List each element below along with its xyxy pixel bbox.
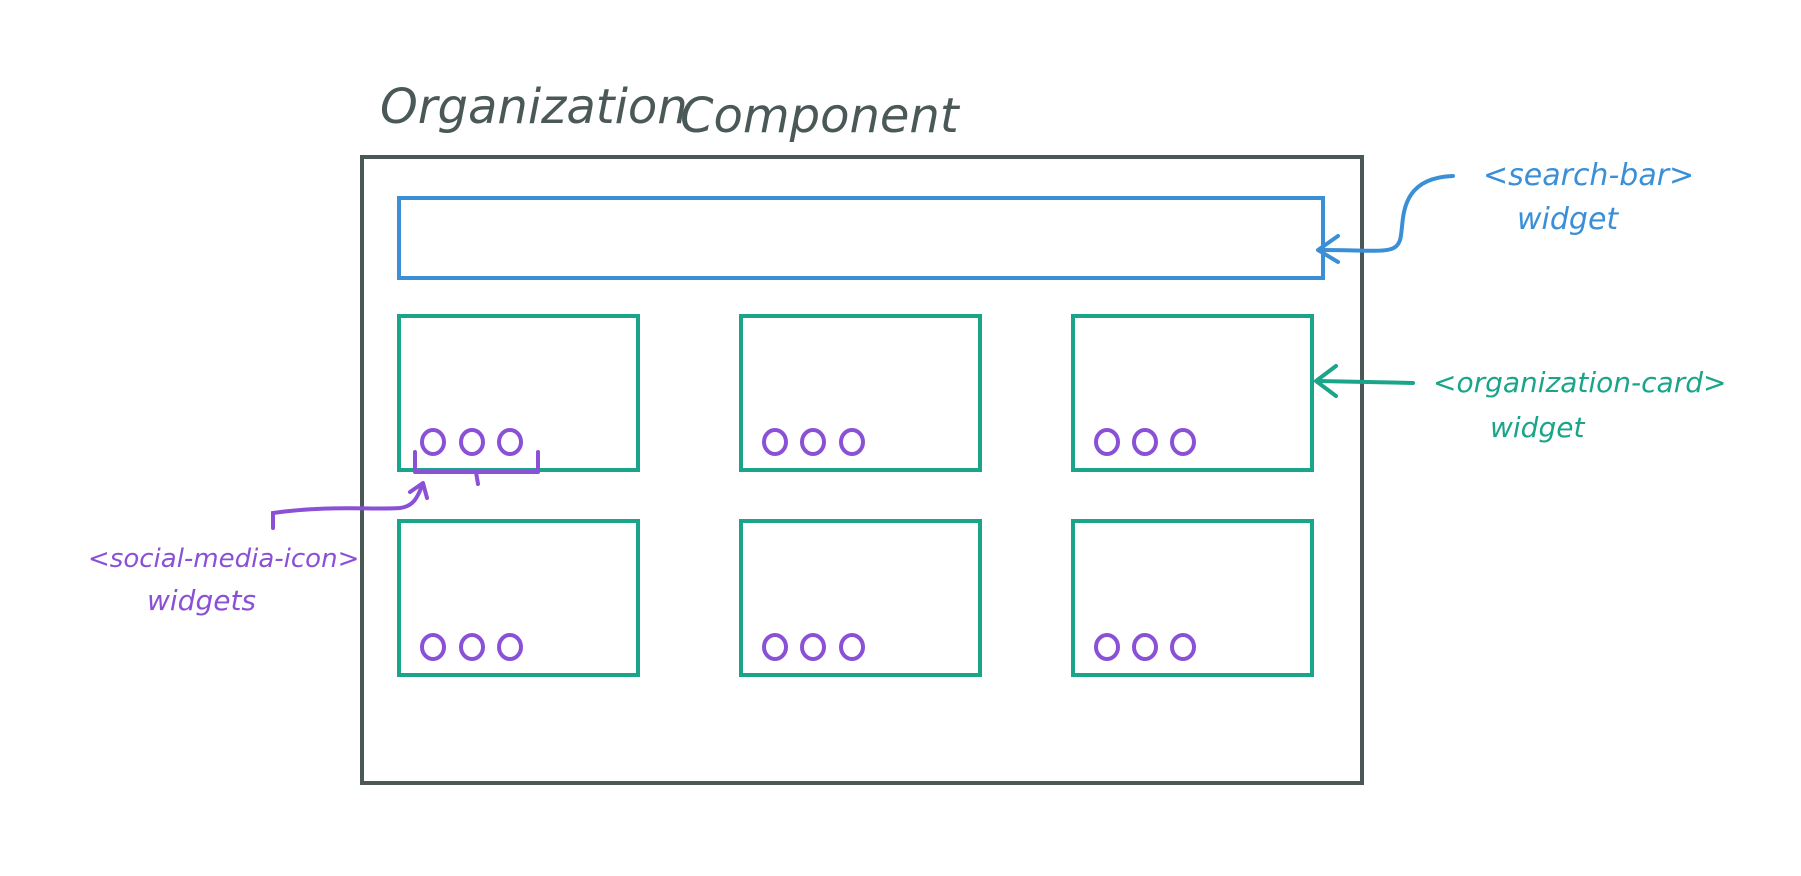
social-media-icon bbox=[800, 428, 826, 456]
organization-card-widget-label: widget bbox=[1490, 411, 1585, 444]
social-media-icon-widgets-label: widgets bbox=[147, 584, 256, 617]
organization-card bbox=[739, 314, 982, 472]
social-media-icon bbox=[459, 633, 485, 661]
organization-card bbox=[1071, 519, 1314, 677]
social-media-icon bbox=[1094, 428, 1120, 456]
arrow-head-icon bbox=[1314, 364, 1338, 398]
search-bar-annotation: <search-bar> widget bbox=[1316, 158, 1694, 264]
social-media-icon bbox=[839, 633, 865, 661]
organization-component-frame bbox=[360, 155, 1364, 785]
organization-card bbox=[397, 519, 640, 677]
organization-card-label: <organization-card> bbox=[1433, 366, 1726, 399]
social-media-icon-label: <social-media-icon> bbox=[88, 544, 359, 574]
social-media-icon bbox=[1132, 633, 1158, 661]
social-media-icon bbox=[762, 428, 788, 456]
social-media-icon-arrow bbox=[271, 484, 424, 530]
social-media-icon bbox=[800, 633, 826, 661]
title-organization: Organization bbox=[380, 79, 688, 135]
social-media-icon bbox=[420, 633, 446, 661]
arrow-head-icon bbox=[408, 481, 429, 500]
social-media-icon bbox=[497, 633, 523, 661]
search-bar-widget-label: widget bbox=[1517, 202, 1619, 237]
search-bar-arrow bbox=[1318, 174, 1455, 253]
social-media-icon bbox=[1170, 633, 1196, 661]
bracket-tick bbox=[474, 470, 480, 486]
card-grid bbox=[397, 314, 1314, 677]
organization-card bbox=[739, 519, 982, 677]
social-media-icon bbox=[839, 428, 865, 456]
search-bar-widget bbox=[397, 196, 1325, 280]
social-media-icon-annotation: <social-media-icon> widgets bbox=[88, 450, 540, 617]
search-bar-label: <search-bar> bbox=[1483, 158, 1694, 193]
social-media-icon bbox=[497, 428, 523, 456]
social-media-icon bbox=[1170, 428, 1196, 456]
social-media-icon bbox=[420, 428, 446, 456]
arrow-head-icon bbox=[1316, 234, 1340, 264]
social-media-icon bbox=[1132, 428, 1158, 456]
organization-card bbox=[1071, 314, 1314, 472]
title-component: Component bbox=[680, 88, 961, 144]
social-media-icons bbox=[420, 428, 1196, 661]
organization-card-arrow bbox=[1316, 379, 1415, 385]
organization-card-annotation: <organization-card> widget bbox=[1314, 364, 1726, 444]
social-media-icon bbox=[459, 428, 485, 456]
social-media-icon bbox=[762, 633, 788, 661]
social-media-icon bbox=[1094, 633, 1120, 661]
